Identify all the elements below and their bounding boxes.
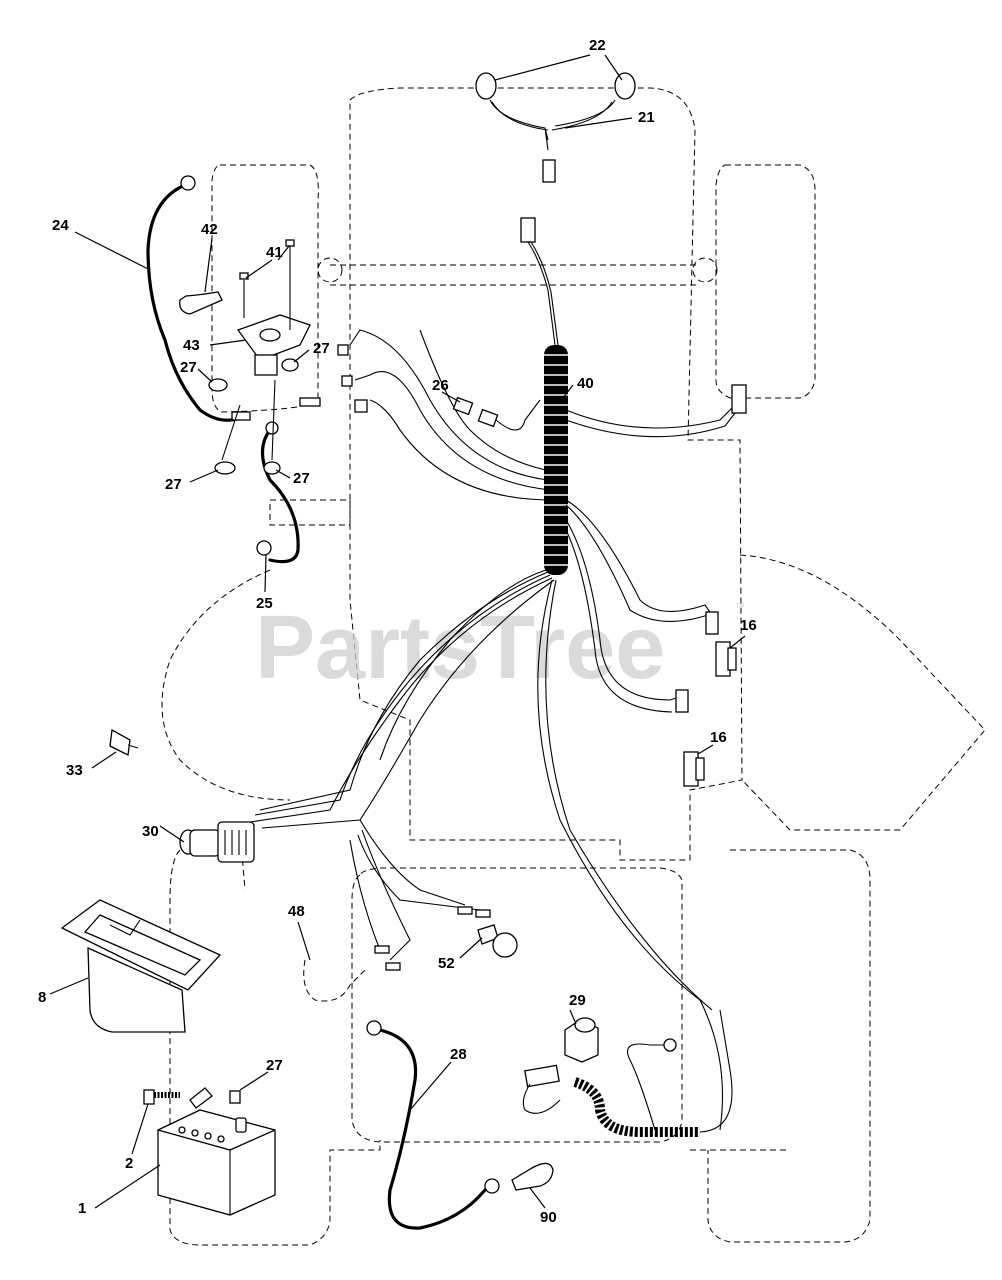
ground-cable-28 [366,1020,500,1230]
callout-24: 24 [52,217,69,234]
callout-2: 2 [125,1155,133,1172]
callout-1: 1 [78,1200,86,1217]
callout-27-b: 27 [180,359,197,376]
battery-cable-24 [146,175,251,422]
callout-40: 40 [577,375,594,392]
watermark: PartsTree [255,598,665,698]
callout-22: 22 [589,37,606,54]
callout-21: 21 [638,109,655,126]
battery-bolt-2 [143,1089,180,1105]
terminal-boot-42 [179,291,223,315]
switch-16a [715,641,737,677]
callout-28: 28 [450,1046,467,1063]
harness-conduit [544,345,568,575]
coiled-wire [573,1009,733,1137]
connector-16b-harness [675,689,689,713]
callout-29: 29 [569,992,586,1009]
connector-16a-harness [705,611,719,635]
ignition-switch-30 [179,821,255,863]
callout-16-a: 16 [740,617,757,634]
cable-25 [256,421,300,564]
solenoid-assembly [179,239,368,475]
callout-8: 8 [38,989,46,1006]
harness-top-connector [520,217,536,243]
leader-lines [49,54,746,1209]
callout-52: 52 [438,955,455,972]
callout-41: 41 [266,244,283,261]
callout-42: 42 [201,221,218,238]
headlight-connector [542,159,556,183]
connector-48 [303,945,401,1002]
fuse-holder [299,397,321,407]
connector-26 [452,396,541,431]
callout-27-d: 27 [293,470,310,487]
callout-25: 25 [256,595,273,612]
nut-27c [214,461,236,475]
battery-1 [157,1109,276,1216]
switch-33 [109,728,139,756]
callout-27-c: 27 [165,476,182,493]
switch-16b [683,751,705,787]
callout-90: 90 [540,1209,557,1226]
callout-30: 30 [142,823,159,840]
nut-27d [263,461,281,475]
watermark-trademark: ™ [735,602,745,613]
headlight-right [614,72,636,100]
main-harness [249,217,747,1131]
callout-16-b: 16 [710,729,727,746]
callout-26: 26 [432,377,449,394]
headlight-left [475,72,497,100]
nut-27a [208,378,228,392]
right-switch-connector [731,384,747,414]
relay-29 [522,1017,599,1114]
battery-nut-27 [189,1087,241,1109]
callout-43: 43 [183,337,200,354]
battery-box-8 [60,899,222,1033]
callout-33: 33 [66,762,83,779]
callout-27-e: 27 [266,1057,283,1074]
callout-27-a: 27 [313,340,330,357]
terminal-boot-90 [511,1162,554,1191]
callout-labels: 22 21 24 42 41 43 27 27 27 27 26 40 25 1… [38,37,757,1226]
tractor-frame-outline [161,87,986,1246]
callout-48: 48 [288,903,305,920]
headlight-harness [475,72,636,183]
light-bulb-52 [477,924,518,958]
